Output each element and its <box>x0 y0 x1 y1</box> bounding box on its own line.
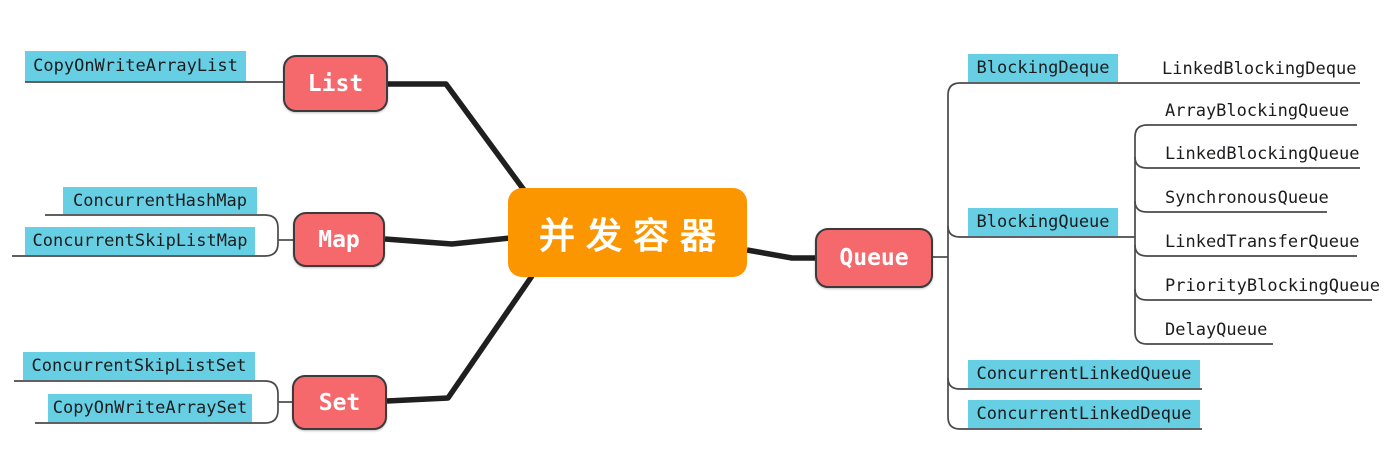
edge-root-set <box>386 274 535 404</box>
node-set[interactable]: Set <box>292 375 387 430</box>
edge-root-list <box>388 81 527 192</box>
edge-root-map <box>384 235 511 247</box>
leaf-copyonwritearraylist[interactable]: CopyOnWriteArrayList <box>25 51 246 81</box>
leaf-concurrentskiplistmap[interactable]: ConcurrentSkipListMap <box>25 227 255 255</box>
leaf-synchronousqueue[interactable]: SynchronousQueue <box>1165 188 1329 208</box>
leaf-arrayblockingqueue[interactable]: ArrayBlockingQueue <box>1165 101 1350 121</box>
leaf-blockingqueue[interactable]: BlockingQueue <box>968 208 1118 236</box>
node-list[interactable]: List <box>283 55 388 112</box>
leaf-linkedblockingdeque[interactable]: LinkedBlockingDeque <box>1162 59 1357 79</box>
leaf-linkedblockingqueue[interactable]: LinkedBlockingQueue <box>1165 144 1360 164</box>
leaf-linkedtransferqueue[interactable]: LinkedTransferQueue <box>1165 232 1360 252</box>
node-map[interactable]: Map <box>293 212 385 267</box>
edge-root-queue <box>746 247 817 261</box>
leaf-priorityblockingqueue[interactable]: PriorityBlockingQueue <box>1165 276 1380 296</box>
leaf-concurrentlinkeddeque[interactable]: ConcurrentLinkedDeque <box>968 400 1200 428</box>
leaf-delayqueue[interactable]: DelayQueue <box>1165 320 1268 340</box>
leaf-blockingdeque[interactable]: BlockingDeque <box>968 54 1118 82</box>
leaf-concurrentlinkedqueue[interactable]: ConcurrentLinkedQueue <box>968 360 1200 388</box>
leaf-copyonwritearrayset[interactable]: CopyOnWriteArraySet <box>48 394 252 422</box>
leaf-concurrenthashmap[interactable]: ConcurrentHashMap <box>63 187 257 214</box>
node-concurrent-containers[interactable]: 并发容器 <box>508 188 747 277</box>
leaf-concurrentskiplistset[interactable]: ConcurrentSkipListSet <box>23 352 255 380</box>
node-queue[interactable]: Queue <box>815 228 933 288</box>
